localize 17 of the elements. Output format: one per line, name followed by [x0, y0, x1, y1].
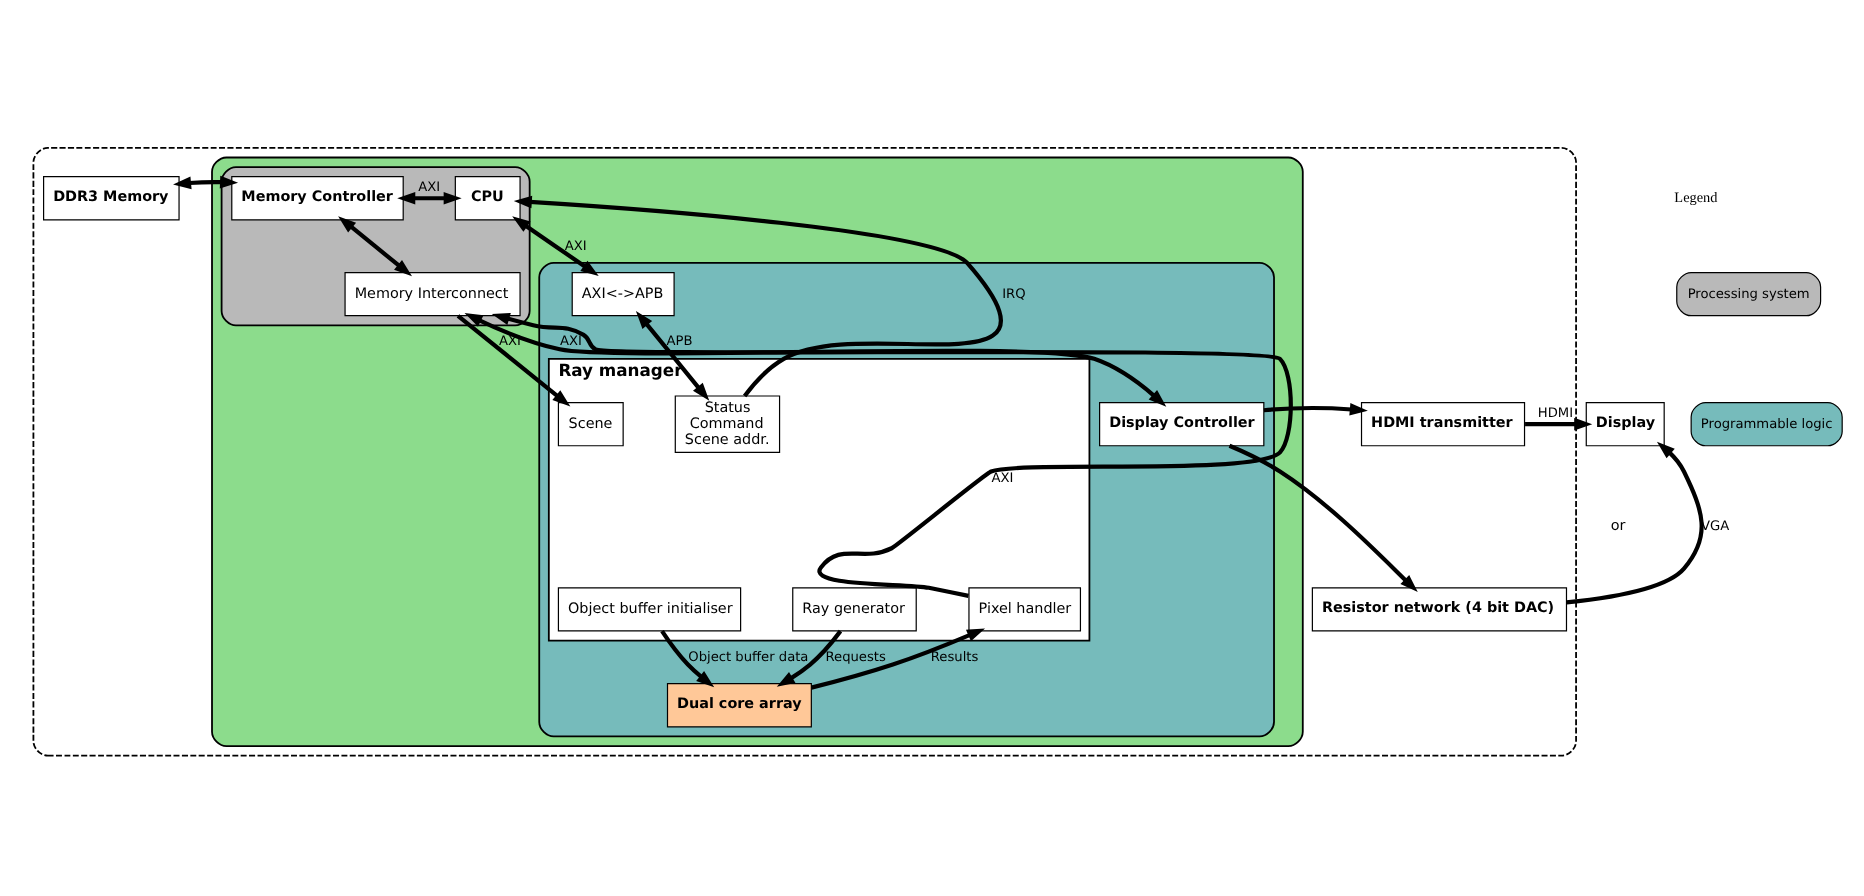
arrow [775, 629, 842, 687]
arrow [512, 195, 1001, 398]
cluster [210, 156, 1303, 747]
arrow [396, 191, 461, 205]
arrow [511, 216, 598, 277]
arrow [1227, 443, 1417, 593]
arrow [1565, 441, 1703, 605]
arrow [659, 630, 714, 688]
arrow [172, 175, 238, 190]
arrow [1262, 403, 1367, 416]
arrow [634, 310, 709, 401]
arrow [490, 312, 1292, 598]
arrow [455, 314, 570, 407]
arrow [337, 216, 411, 277]
arrow [463, 313, 1166, 407]
arrow [809, 628, 985, 690]
arrow [1524, 417, 1592, 431]
